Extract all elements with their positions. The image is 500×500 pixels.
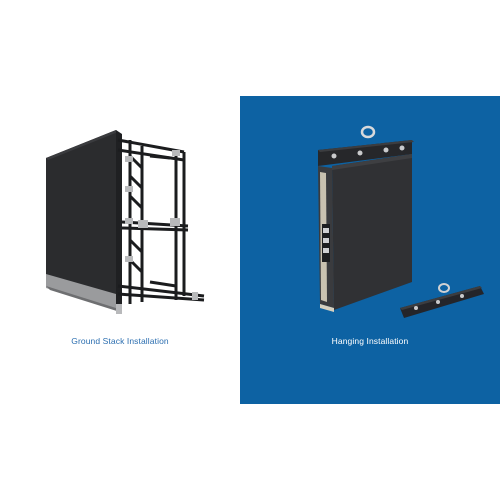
ground-stack-caption: Ground Stack Installation: [71, 336, 169, 346]
hanging-caption: Hanging Installation: [331, 336, 409, 346]
hanging-cabinet-image: [318, 125, 484, 318]
ground-stack-cabinet-image: [46, 130, 205, 314]
ground-stack-panel: Ground Stack Installation: [0, 96, 240, 404]
hanging-panel: Hanging Installation: [240, 96, 500, 404]
